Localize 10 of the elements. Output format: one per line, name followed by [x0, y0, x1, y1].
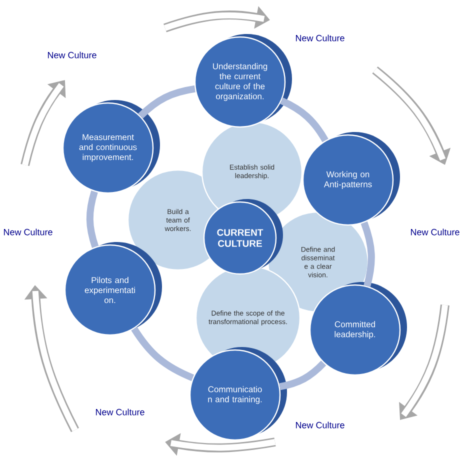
outcome-label: New Culture — [4, 228, 52, 236]
outcome-label: New Culture — [296, 422, 344, 428]
ring-segment — [138, 85, 196, 119]
ring-segment — [86, 190, 99, 248]
outcome-label: New Culture — [48, 52, 96, 58]
ring-segment — [131, 326, 194, 382]
ring-segment — [280, 98, 328, 142]
outcome-label: New Culture — [410, 228, 460, 236]
ring-segment — [279, 360, 326, 390]
outcome-label: New Culture — [96, 408, 144, 416]
